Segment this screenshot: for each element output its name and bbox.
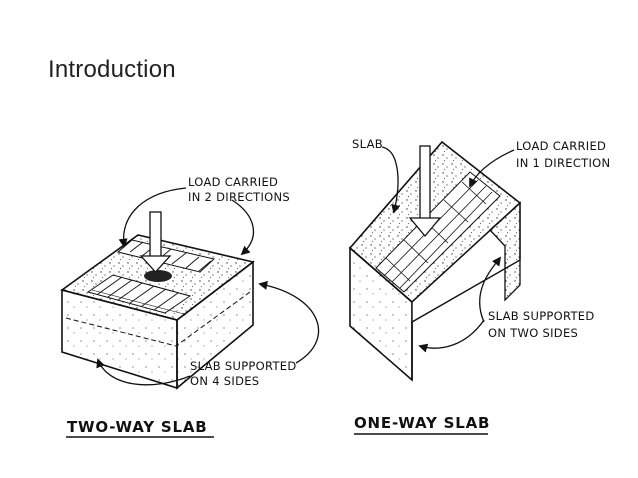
slide-title: Introduction [48,56,176,83]
two-way-load-arrow [139,211,172,273]
one-way-slab-caption: ONE-WAY SLAB [354,414,490,432]
two-way-support-label-line2: ON 4 SIDES [190,374,259,388]
two-way-load-callout-arrow [118,187,187,248]
one-way-load-label-line1: LOAD CARRIED [516,139,606,153]
two-way-support-label-line1: SLAB SUPPORTED [190,359,297,373]
one-way-support-callout-arrow [479,256,502,323]
two-way-slab-drawing: LOAD CARRIED IN 2 DIRECTIONS SLAB SUPPOR… [60,175,320,438]
two-way-support-callout-arrow [258,280,320,364]
one-way-support-label-line1: SLAB SUPPORTED [488,309,595,323]
one-way-load-arrow [408,145,442,238]
one-way-load-label-line2: IN 1 DIRECTION [516,156,610,170]
two-way-load-band-long [86,274,192,315]
one-way-support-label-line2: ON TWO SIDES [488,326,578,340]
one-way-slab-drawing: SLAB LOAD CARRIED IN 1 DIRECTION SLAB SU… [348,137,610,435]
two-way-right-face [176,260,254,390]
one-way-slab-callout-arrow [381,146,401,214]
two-way-load-label-line1: LOAD CARRIED [188,175,278,189]
two-way-load-label-line2: IN 2 DIRECTIONS [188,190,290,204]
one-way-slab-label: SLAB [352,137,383,151]
two-way-slab-caption: TWO-WAY SLAB [67,418,208,436]
one-way-load-callout-arrow [469,149,515,188]
one-way-load-band [375,171,501,293]
